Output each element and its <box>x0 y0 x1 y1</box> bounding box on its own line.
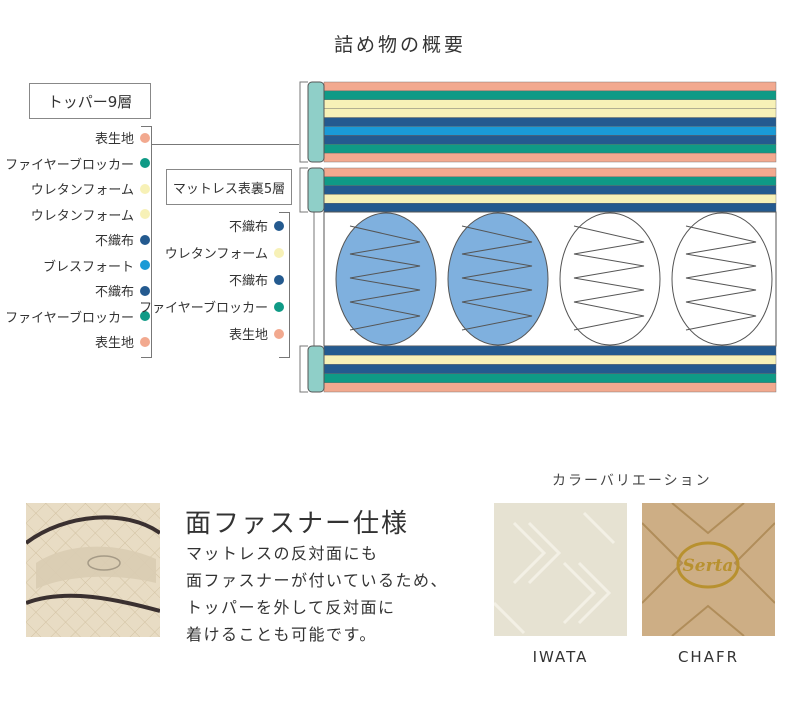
topper-layer-color-dot <box>140 311 150 321</box>
coil-3 <box>559 212 661 346</box>
topper-layer-name: ブレスフォート <box>42 259 134 275</box>
mattress-top-side-edge <box>307 167 325 213</box>
zipper-photo <box>26 503 160 637</box>
topper-bracket-top <box>141 126 151 127</box>
topper-band <box>323 135 777 145</box>
swatch-iwata <box>494 503 627 636</box>
topper-layer-color-dot <box>140 336 150 347</box>
topper-layer-item: 表生地 <box>95 332 150 351</box>
topper-layer-color-dot <box>140 158 150 168</box>
page-title: 詰め物の概要 <box>333 34 466 56</box>
topper-layer-name: ファイヤーブロッカー <box>5 157 134 173</box>
mattress-bottom-band <box>323 355 777 365</box>
topper-layer-color-dot <box>140 260 150 270</box>
topper-layer-name: 不織布 <box>94 285 134 300</box>
topper-bracket-bottom <box>141 357 151 358</box>
mattress-layer-color-dot <box>274 301 284 312</box>
serta-logo-ring <box>676 541 740 589</box>
mattress-label: マットレス表裏5層 <box>166 169 292 205</box>
topper-label: トッパー9層 <box>29 83 151 119</box>
variation-heading: カラーバリエーション <box>552 473 712 489</box>
topper-layer-name: 表生地 <box>94 336 134 351</box>
mattress-bottom-stack <box>323 345 777 393</box>
topper-connector <box>151 144 299 145</box>
topper-layer-color-dot <box>140 183 150 194</box>
mattress-top-band <box>323 194 777 204</box>
mattress-layer-item: ファイヤーブロッカー <box>139 297 284 316</box>
topper-bracket <box>151 126 152 358</box>
mattress-layer-name: ウレタンフォーム <box>164 247 268 262</box>
mattress-layer-color-dot <box>274 328 284 339</box>
mattress-top-stack <box>323 167 777 213</box>
swatch-chafr: Serta <box>642 503 775 636</box>
mattress-layer-list: 不織布ウレタンフォーム不織布ファイヤーブロッカー表生地 <box>139 216 284 356</box>
mattress-bracket-top <box>279 212 289 213</box>
topper-layer-color-dot <box>140 132 150 143</box>
topper-layer-name: ファイヤーブロッカー <box>5 310 134 326</box>
topper-layer-name: ウレタンフォーム <box>30 183 134 198</box>
zipper-heading: 面ファスナー仕様 <box>185 509 410 539</box>
mattress-cross-section <box>299 81 777 393</box>
mattress-layer-item: ウレタンフォーム <box>165 243 284 262</box>
topper-layer-item: ブレスフォート <box>43 256 150 275</box>
coil-2 <box>447 212 549 346</box>
topper-layer-name: 不織布 <box>94 234 134 249</box>
mattress-layer-name: 表生地 <box>228 328 268 343</box>
zipper-description: マットレスの反対面にも 面ファスナーが付いているため、 トッパーを外して反対面に… <box>186 540 486 648</box>
mattress-layer-color-dot <box>274 247 284 258</box>
zipper-line: マットレスの反対面にも <box>186 544 379 563</box>
topper-band <box>323 99 777 109</box>
mattress-layer-name: 不織布 <box>228 220 268 235</box>
mattress-bracket-bottom <box>279 357 289 358</box>
swatch-iwata-label: IWATA <box>532 648 589 666</box>
serta-logo: Serta <box>683 556 734 576</box>
topper-layer-item: ファイヤーブロッカー <box>5 154 150 173</box>
topper-layer-item: ウレタンフォーム <box>31 179 150 198</box>
topper-layer-color-dot <box>140 234 150 245</box>
mattress-top-band <box>323 185 777 195</box>
zipper-line: 着けることも可能です。 <box>186 625 377 644</box>
mattress-bottom-side-edge <box>307 345 325 393</box>
topper-band <box>323 152 777 163</box>
mattress-layer-name: 不織布 <box>228 274 268 289</box>
mattress-layer-color-dot <box>274 220 284 231</box>
topper-band <box>323 117 777 127</box>
topper-layer-color-dot <box>140 209 150 219</box>
topper-layer-name: 表生地 <box>94 132 134 147</box>
topper-layer-item: 表生地 <box>95 128 150 147</box>
mattress-layer-item: 不織布 <box>229 270 284 289</box>
topper-layer-color-dot <box>140 285 150 296</box>
topper-band <box>323 144 777 154</box>
mattress-layer-item: 表生地 <box>229 324 284 343</box>
zipper-line: トッパーを外して反対面に <box>186 598 396 617</box>
topper-band <box>323 126 777 136</box>
coil-1 <box>335 212 437 346</box>
mattress-bottom-band <box>323 373 777 384</box>
mattress-bottom-band <box>323 364 777 374</box>
mattress-layer-item: 不織布 <box>229 216 284 235</box>
mattress-top-band <box>323 176 777 186</box>
topper-layer-item: ファイヤーブロッカー <box>5 307 150 326</box>
coil-4 <box>671 212 773 346</box>
topper-layer-list: 表生地ファイヤーブロッカーウレタンフォームウレタンフォーム不織布ブレスフォート不… <box>5 128 150 358</box>
topper-stack <box>323 81 777 163</box>
mattress-bracket <box>289 212 290 358</box>
mattress-bottom-band <box>323 345 777 356</box>
topper-layer-item: 不織布 <box>95 230 150 249</box>
topper-band <box>323 108 777 118</box>
swatch-chafr-label: CHAFR <box>677 648 740 666</box>
topper-band <box>323 81 777 92</box>
topper-side-edge <box>307 81 325 163</box>
topper-layer-item: ウレタンフォーム <box>31 205 150 224</box>
topper-band <box>323 90 777 100</box>
topper-layer-item: 不織布 <box>95 281 150 300</box>
mattress-layer-color-dot <box>274 274 284 285</box>
section-brackets <box>299 81 315 393</box>
mattress-layer-name: ファイヤーブロッカー <box>139 301 268 316</box>
mattress-top-band <box>323 202 777 213</box>
zipper-line: 面ファスナーが付いているため、 <box>186 571 449 590</box>
mattress-top-band <box>323 167 777 178</box>
topper-layer-name: ウレタンフォーム <box>30 208 134 224</box>
mattress-bottom-band <box>323 382 777 393</box>
